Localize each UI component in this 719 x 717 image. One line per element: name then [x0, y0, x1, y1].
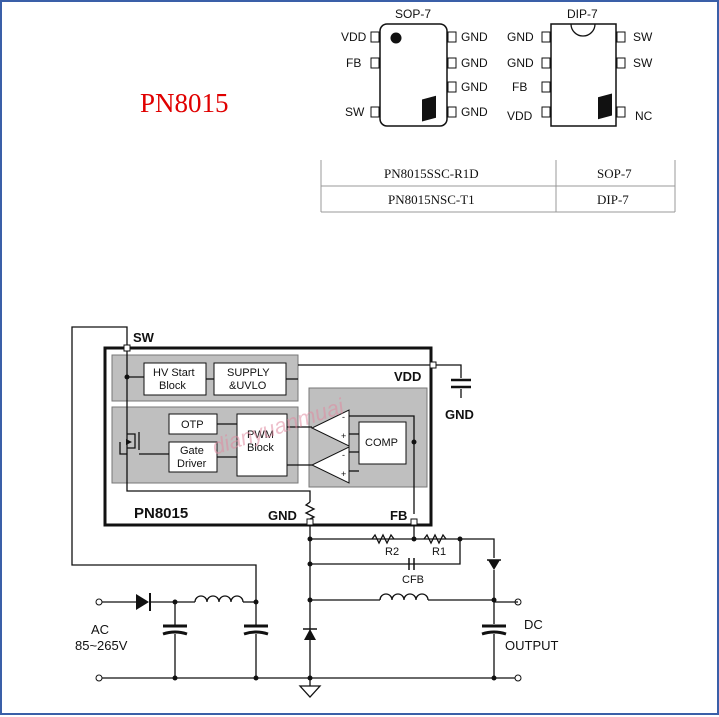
supply-label-1: SUPPLY — [227, 367, 270, 379]
ic-gnd-label: GND — [268, 508, 297, 523]
ac-label: AC — [91, 622, 109, 637]
sop7-package: SOP-7 VDD FB SW GND GND GND GND — [341, 7, 488, 127]
sop7-pin-gnd-3: GND — [461, 80, 488, 94]
comp-block — [358, 421, 407, 465]
sop7-pin-sw: SW — [345, 105, 365, 119]
fb-pin-label: FB — [390, 508, 407, 523]
pin1-dot-icon — [390, 32, 402, 44]
table-row-1-part: PN8015SSC-R1D — [384, 166, 479, 181]
cfb-capacitor-icon — [408, 558, 415, 570]
r2-resistor-icon — [371, 533, 395, 545]
sop7-pin-vdd: VDD — [341, 30, 367, 44]
dip7-title: DIP-7 — [567, 7, 598, 21]
sop7-pin-gnd-2: GND — [461, 56, 488, 70]
opamp-top-icon: - + — [310, 409, 350, 447]
cfb-label: CFB — [402, 574, 424, 586]
svg-text:-: - — [342, 412, 345, 422]
table-row-1-package: SOP-7 — [597, 166, 632, 181]
dip7-pin-vdd: VDD — [507, 109, 533, 123]
ac-range-label: 85~265V — [75, 638, 128, 653]
ground-icon — [298, 678, 322, 698]
otp-label: OTP — [181, 419, 204, 431]
input-capacitor-2-icon — [243, 624, 269, 636]
supply-uvlo-block — [213, 362, 287, 396]
svg-text:+: + — [341, 431, 346, 441]
table-row-2-package: DIP-7 — [597, 192, 629, 207]
gnd-resistor-icon — [304, 501, 316, 520]
dip-notch-icon — [570, 23, 596, 37]
input-inductor-icon — [194, 595, 244, 603]
output-label: OUTPUT — [505, 638, 559, 653]
output-diode-icon — [487, 559, 501, 570]
output-inductor-icon — [379, 593, 429, 601]
pwm-block — [236, 413, 288, 477]
supply-label-2: &UVLO — [229, 380, 267, 392]
output-capacitor-icon — [481, 624, 507, 636]
hv-start-block — [143, 362, 207, 396]
input-capacitor-1-icon — [162, 624, 188, 636]
sop7-pin-gnd-1: GND — [461, 30, 488, 44]
dc-label: DC — [524, 617, 543, 632]
schematic: HV Start Block SUPPLY &UVLO OTP Gate Dri… — [71, 326, 559, 698]
hv-start-label-2: Block — [159, 380, 186, 392]
r1-label: R1 — [432, 546, 446, 558]
dip7-package: DIP-7 GND GND FB VDD SW SW NC — [507, 7, 653, 127]
dip7-pin-sw-2: SW — [633, 56, 653, 70]
mosfet-icon — [119, 432, 169, 455]
chip-logo-icon-dip — [598, 93, 612, 120]
r1-resistor-icon — [423, 533, 447, 545]
gate-driver-label-2: Driver — [177, 458, 207, 470]
dip7-pin-gnd-1: GND — [507, 30, 534, 44]
table-row-2-part: PN8015NSC-T1 — [388, 192, 475, 207]
sop7-title: SOP-7 — [395, 7, 431, 21]
dip7-pin-nc: NC — [635, 109, 653, 123]
ic-name: PN8015 — [134, 505, 188, 522]
opamp-bottom-icon: - + — [310, 446, 350, 484]
sop7-pin-gnd-4: GND — [461, 105, 488, 119]
vdd-capacitor-icon — [451, 378, 471, 389]
hv-start-label-1: HV Start — [153, 367, 195, 379]
svg-text:-: - — [342, 450, 345, 460]
sop7-pin-fb: FB — [346, 56, 361, 70]
part-title: PN8015 — [140, 88, 229, 118]
input-diode-icon — [136, 593, 151, 611]
dip7-pin-gnd-2: GND — [507, 56, 534, 70]
sw-pin-label: SW — [133, 330, 155, 345]
ordering-table: PN8015SSC-R1D SOP-7 PN8015NSC-T1 DIP-7 — [320, 160, 676, 213]
dip7-pin-fb: FB — [512, 80, 527, 94]
comp-label: COMP — [365, 437, 398, 449]
freewheel-diode-icon — [303, 628, 317, 640]
pwm-label-2: Block — [247, 442, 274, 454]
dip7-pin-sw-1: SW — [633, 30, 653, 44]
pwm-label-1: PWM — [247, 429, 274, 441]
r2-label: R2 — [385, 546, 399, 558]
svg-text:+: + — [341, 469, 346, 479]
chip-logo-icon — [422, 95, 436, 122]
vdd-pin-label: VDD — [394, 369, 421, 384]
vdd-gnd-label: GND — [445, 407, 474, 422]
gate-driver-label-1: Gate — [180, 445, 204, 457]
